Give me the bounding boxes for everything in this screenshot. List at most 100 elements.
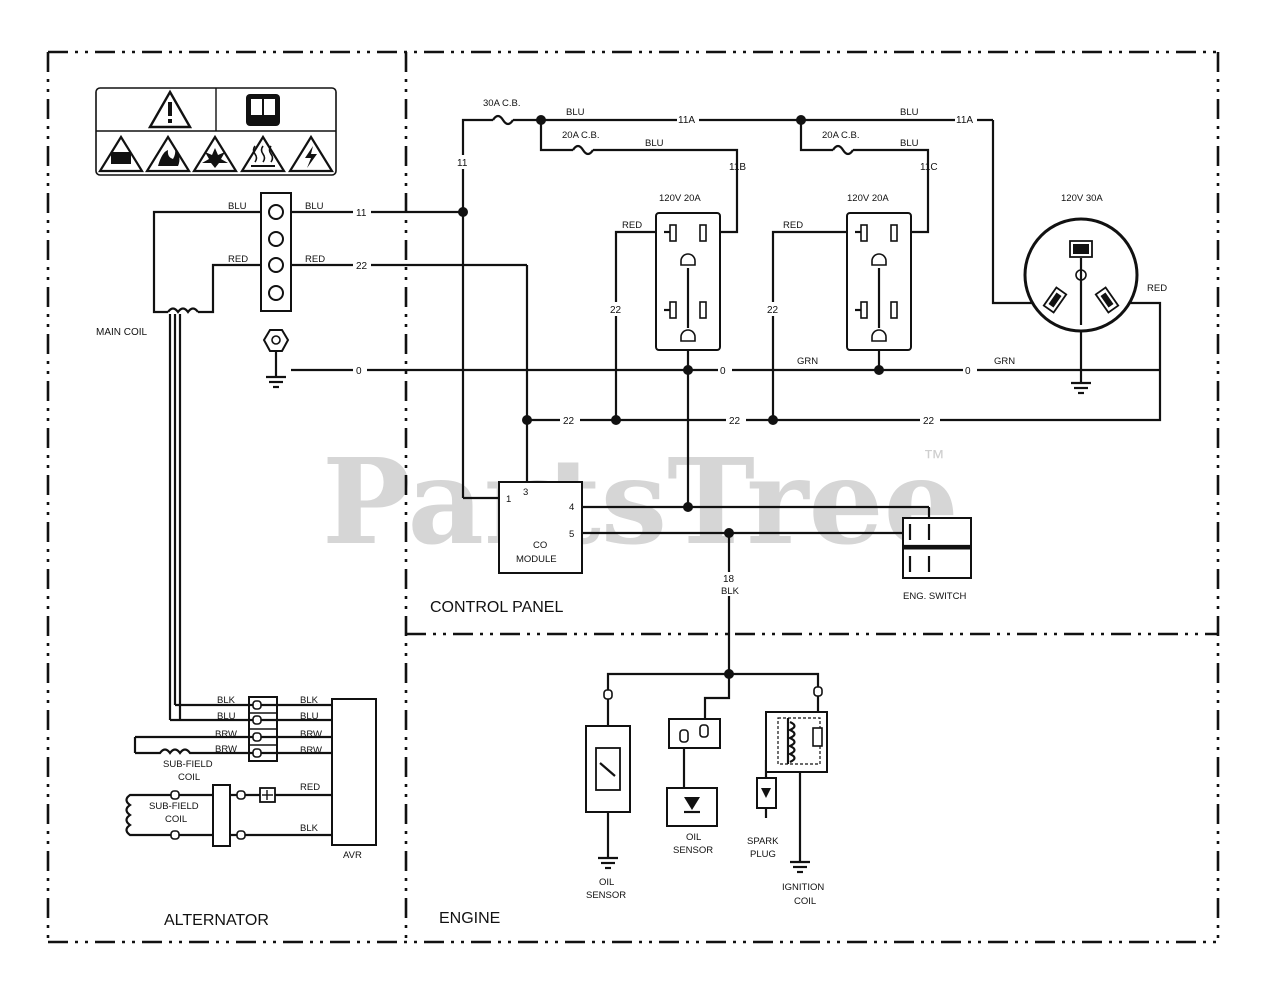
ignition-coil-label-1: IGNITION (782, 882, 824, 893)
avr-label: AVR (343, 850, 362, 861)
co-pin-4: 4 (569, 502, 574, 513)
oil-sensor-2 (666, 787, 718, 827)
svg-text:BLU: BLU (645, 138, 664, 149)
svg-text:BLK: BLK (300, 823, 319, 834)
svg-text:BLU: BLU (900, 138, 919, 149)
avr-box (331, 698, 377, 846)
svg-text:BLK: BLK (300, 695, 319, 706)
explosion-hazard-icon (192, 134, 238, 173)
wire-label-blu-term: BLU (305, 201, 324, 212)
outlet-120v-20a-2 (846, 212, 912, 351)
svg-text:BLK: BLK (217, 695, 236, 706)
svg-text:BRW: BRW (300, 745, 322, 756)
subfield-coil-2-label-2: COIL (165, 814, 187, 825)
outlet2-label: 120V 20A (847, 193, 889, 204)
ground-icon (790, 860, 810, 874)
outlet3-label: 120V 30A (1061, 193, 1103, 204)
junction-dots (458, 115, 884, 679)
wire-number-labels: 11 22 0 0 0 22 22 22 11 22 22 11A 11A 11… (353, 113, 977, 597)
wire-label-red-coil: RED (228, 254, 248, 265)
wire-color-labels: BLU BLU BLU BLU RED RED RED GRN GRN (566, 107, 1167, 367)
watermark: PartsTree (322, 432, 959, 571)
svg-text:11: 11 (356, 208, 367, 219)
ignition-coil-label-2: COIL (794, 896, 816, 907)
oil-sensor-1-label-2: SENSOR (586, 890, 626, 901)
avr-wiring (133, 700, 340, 758)
svg-text:0: 0 (720, 366, 726, 377)
caution-triangle-icon (147, 89, 193, 129)
svg-text:RED: RED (300, 782, 320, 793)
outlet-120v-20a-1 (655, 212, 721, 351)
wire-label-red-term: RED (305, 254, 325, 265)
co-module: 1 3 4 5 CO MODULE (463, 481, 583, 574)
electrocution-hazard-icon (98, 134, 144, 173)
spark-plug-label-2: PLUG (750, 849, 776, 860)
svg-text:11A: 11A (678, 115, 695, 126)
subfield-coil-2 (125, 784, 332, 847)
co-pin-5: 5 (569, 529, 574, 540)
svg-text:22: 22 (767, 305, 779, 316)
ground-icon (1071, 381, 1091, 395)
svg-text:BLU: BLU (566, 107, 585, 118)
svg-text:BLU: BLU (300, 711, 319, 722)
ground-icon (266, 375, 286, 389)
svg-text:RED: RED (622, 220, 642, 231)
engine-connectors (603, 686, 823, 749)
main-coil (152, 210, 261, 720)
engine-wiring (606, 672, 820, 862)
spark-plug-label-1: SPARK (747, 836, 779, 847)
cb30-label: 30A C.B. (483, 98, 521, 109)
watermark-tm: ™ (923, 445, 945, 470)
section-label-control-panel: CONTROL PANEL (430, 599, 563, 616)
co-module-label-1: CO (533, 540, 547, 551)
subfield-coil-1-label-2: COIL (178, 772, 200, 783)
electric-shock-icon (288, 134, 334, 173)
svg-text:0: 0 (356, 366, 362, 377)
svg-text:BLK: BLK (721, 586, 740, 597)
terminal-block (260, 192, 292, 312)
svg-text:11A: 11A (956, 115, 973, 126)
svg-text:BLU: BLU (217, 711, 236, 722)
co-pin-1: 1 (506, 494, 511, 505)
avr-labels: BLK BLU BRW BRW BLK BLU BRW BRW RED BLK (215, 695, 322, 834)
section-label-alternator: ALTERNATOR (164, 912, 269, 929)
ground-lug (262, 329, 290, 377)
wire-label-blu-coil: BLU (228, 201, 247, 212)
ignition-coil (765, 711, 828, 773)
subfield-coil-2-label-1: SUB-FIELD (149, 801, 199, 812)
svg-text:0: 0 (965, 366, 971, 377)
co-module-label-2: MODULE (516, 554, 557, 565)
svg-text:18: 18 (723, 574, 735, 585)
section-label-engine: ENGINE (439, 910, 500, 927)
manual-book-icon (246, 94, 280, 126)
svg-text:RED: RED (1147, 283, 1167, 294)
co-pin-3: 3 (523, 487, 528, 498)
svg-text:22: 22 (729, 416, 741, 427)
svg-text:11B: 11B (729, 162, 746, 173)
eng-switch-label: ENG. SWITCH (903, 591, 966, 602)
ground-icon (598, 856, 618, 870)
cb20-label-2: 20A C.B. (822, 130, 860, 141)
svg-text:RED: RED (783, 220, 803, 231)
svg-text:22: 22 (923, 416, 935, 427)
subfield-coil-1-label-1: SUB-FIELD (163, 759, 213, 770)
engine-switch (902, 517, 972, 579)
cb20-label-1: 20A C.B. (562, 130, 600, 141)
svg-text:GRN: GRN (797, 356, 818, 367)
svg-text:BRW: BRW (215, 744, 237, 755)
outlet1-label: 120V 20A (659, 193, 701, 204)
svg-text:22: 22 (610, 305, 622, 316)
svg-text:BRW: BRW (215, 729, 237, 740)
svg-text:22: 22 (356, 261, 368, 272)
oil-sensor-2-label-2: SENSOR (673, 845, 713, 856)
hot-surface-icon (240, 134, 286, 173)
svg-text:GRN: GRN (994, 356, 1015, 367)
warning-label (95, 87, 337, 176)
oil-sensor-1-label-1: OIL (599, 877, 614, 888)
svg-text:BLU: BLU (900, 107, 919, 118)
svg-text:11C: 11C (920, 162, 938, 173)
outlet-120v-30a (1023, 217, 1139, 333)
svg-text:22: 22 (563, 416, 575, 427)
oil-sensor-1 (585, 725, 631, 813)
